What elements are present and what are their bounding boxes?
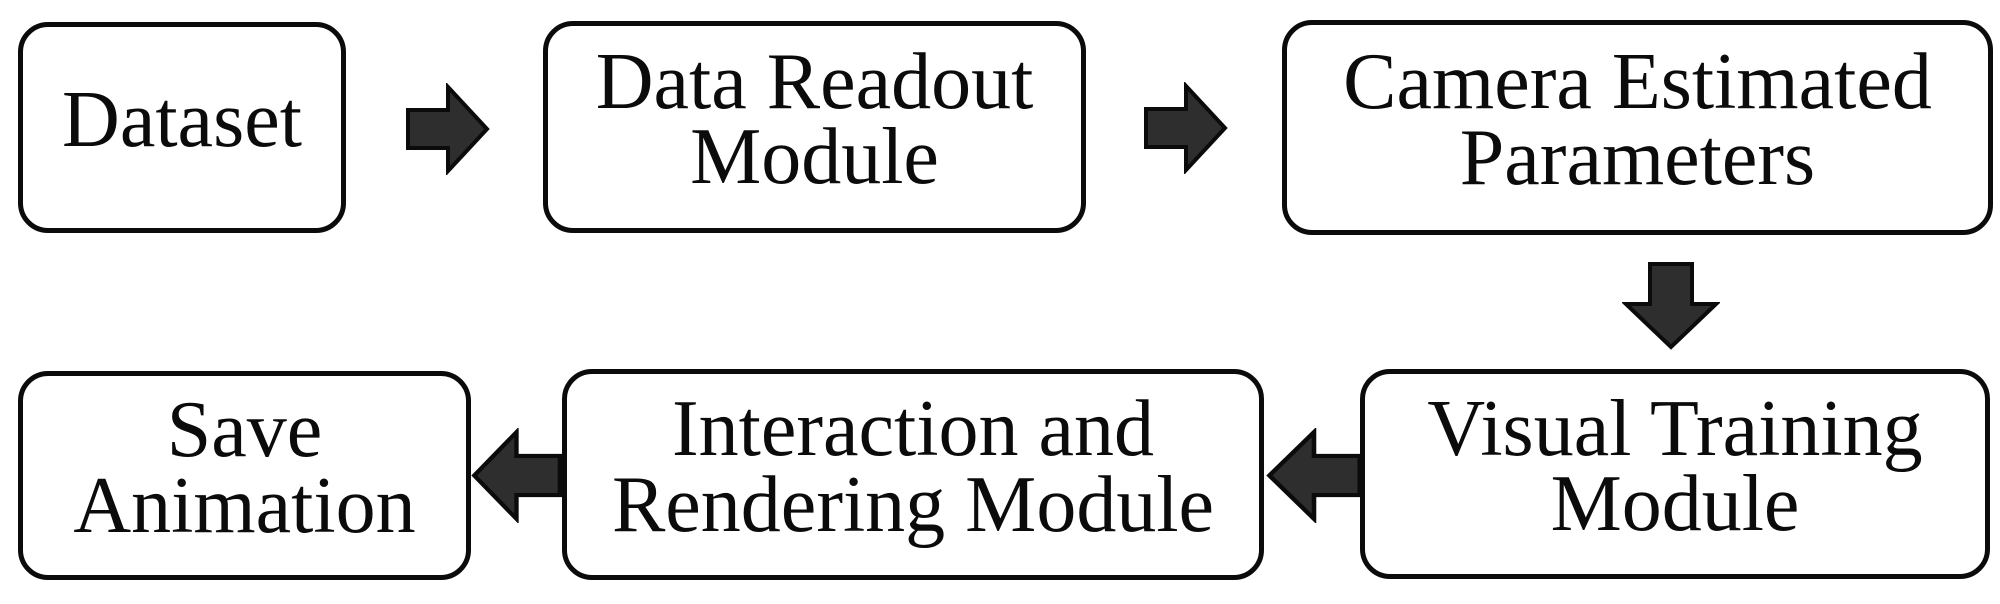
node-visual-training-module-label-line2: Module	[1550, 460, 1800, 548]
node-dataset: Dataset	[18, 22, 346, 233]
node-save-animation: Save Animation	[18, 371, 471, 580]
node-data-readout-module-label-line2: Module	[690, 113, 939, 201]
node-data-readout-module-label-line1: Data Readout	[595, 37, 1034, 126]
arrow-down-icon	[1622, 262, 1720, 350]
node-camera-estimated-parameters: Camera Estimated Parameters	[1282, 20, 1993, 235]
arrow-left-icon	[1266, 428, 1362, 523]
node-visual-training-module-label-line1: Visual Training	[1427, 384, 1923, 473]
node-interaction-rendering-module: Interaction and Rendering Module	[562, 369, 1264, 580]
node-dataset-label: Dataset	[62, 75, 302, 164]
node-interaction-rendering-module-label-line2: Rendering Module	[611, 460, 1215, 549]
node-camera-estimated-parameters-label-line1: Camera Estimated	[1343, 38, 1932, 127]
node-save-animation-label-line2: Animation	[73, 461, 416, 550]
arrow-right-icon	[406, 83, 490, 175]
node-visual-training-module: Visual Training Module	[1360, 369, 1990, 579]
node-interaction-rendering-module-label-line1: Interaction and	[672, 385, 1154, 474]
node-data-readout-module: Data Readout Module	[543, 21, 1086, 233]
arrow-left-icon	[471, 428, 562, 523]
node-save-animation-label-line1: Save	[166, 386, 323, 475]
arrow-right-icon	[1144, 82, 1228, 174]
node-camera-estimated-parameters-label-line2: Parameters	[1459, 113, 1816, 202]
